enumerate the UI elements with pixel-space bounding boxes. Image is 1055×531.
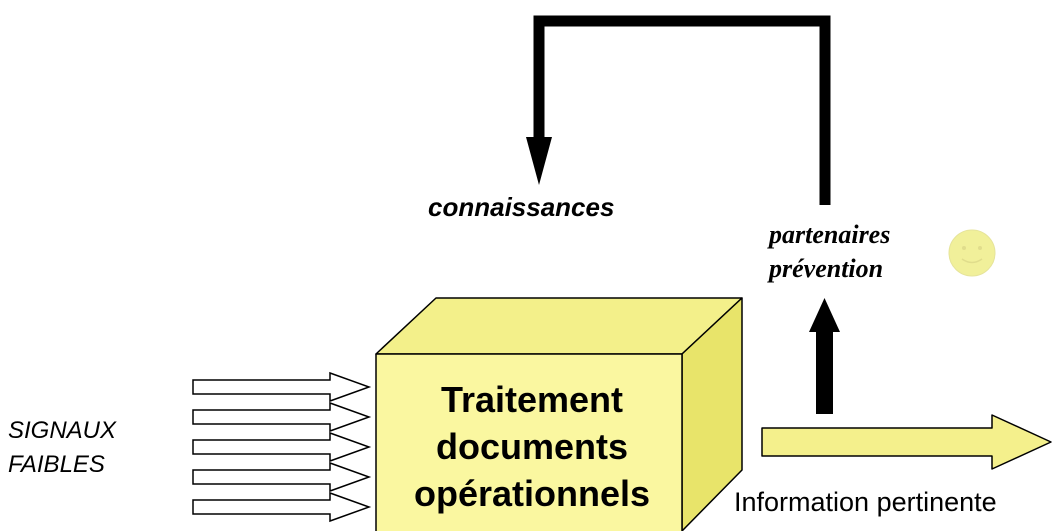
feedback-arrowhead	[526, 137, 552, 185]
box-line-1: Traitement	[440, 379, 624, 420]
input-arrow-3	[192, 431, 372, 463]
signaux-line-2: FAIBLES	[8, 451, 105, 478]
input-arrow-5	[192, 491, 372, 523]
processing-box	[375, 297, 743, 531]
signaux-line-1: SIGNAUX	[8, 417, 117, 444]
output-arrow	[761, 414, 1052, 470]
box-top-face	[375, 297, 743, 355]
connaissances-label: connaissances	[428, 192, 615, 222]
partenaires-label: partenaires prévention	[769, 218, 890, 286]
partenaires-line-1: partenaires	[769, 220, 891, 249]
box-line-2: documents	[435, 426, 629, 467]
feedback-line	[533, 15, 831, 205]
box-title: Traitement documents opérationnels	[382, 376, 682, 517]
partenaires-line-2: prévention	[769, 254, 884, 283]
input-arrows	[192, 371, 372, 523]
information-pertinente-label: Information pertinente	[734, 487, 997, 517]
input-arrow-1	[192, 371, 372, 403]
signaux-faibles-label: SIGNAUX FAIBLES	[8, 414, 116, 482]
box-front-face	[375, 353, 683, 531]
input-arrow-4	[192, 461, 372, 493]
box-line-3: opérationnels	[413, 473, 651, 514]
up-arrow	[809, 298, 840, 414]
feedback-loop	[526, 15, 831, 205]
input-arrow-2	[192, 401, 372, 433]
smiley-icon	[948, 229, 996, 277]
